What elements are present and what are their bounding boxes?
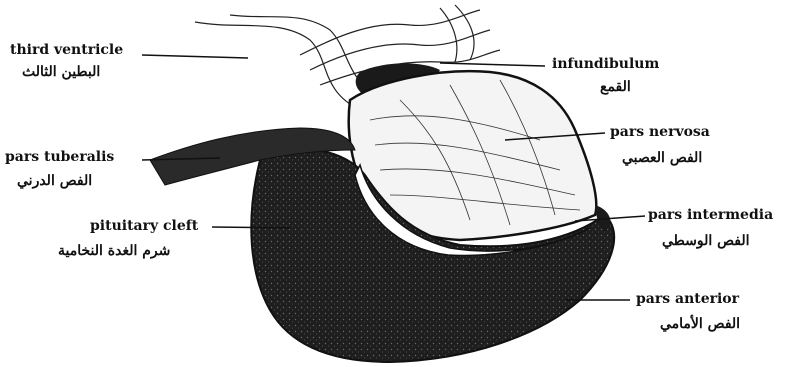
label-pars-intermedia: pars intermedia	[648, 207, 773, 223]
label-infundibulum-ar: القمع	[600, 79, 631, 95]
label-pituitary-cleft: pituitary cleft	[90, 218, 198, 234]
label-pars-tuberalis: pars tuberalis	[5, 149, 114, 165]
label-infundibulum: infundibulum	[552, 56, 659, 72]
label-pars-intermedia-ar: الفص الوسطي	[662, 233, 750, 249]
label-pars-nervosa-ar: الفص العصبي	[622, 150, 702, 166]
label-pituitary-cleft-ar: شرم الغدة النخامية	[58, 243, 170, 259]
label-pars-tuberalis-ar: الفص الدرني	[17, 173, 92, 189]
label-pars-nervosa: pars nervosa	[610, 124, 710, 140]
label-third-ventricle: third ventricle	[10, 42, 123, 58]
label-third-ventricle-ar: البطين الثالث	[22, 64, 100, 80]
label-pars-anterior-ar: الفص الأمامي	[660, 316, 740, 332]
label-pars-anterior: pars anterior	[636, 291, 739, 307]
